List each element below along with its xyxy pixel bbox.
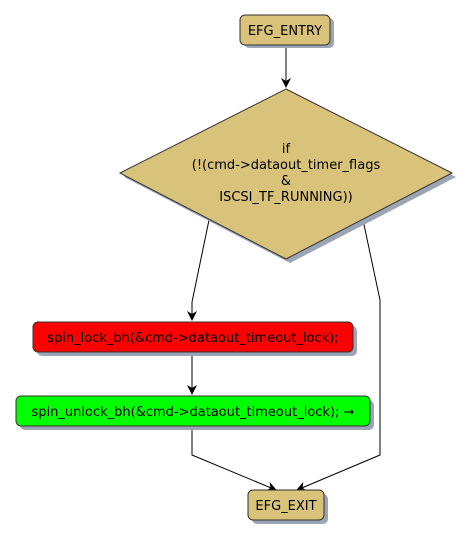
unlock-node: spin_unlock_bh(&cmd->dataout_timeout_loc…: [15, 395, 374, 430]
exit-node-box: [247, 489, 325, 521]
condition-node-diamond: [118, 88, 454, 260]
exit-node-label: EFG_EXIT: [255, 499, 316, 514]
unlock-node-label: spin_unlock_bh(&cmd->dataout_timeout_loc…: [32, 405, 355, 420]
lock-node-box: [32, 321, 354, 353]
condition-line-1: if: [282, 142, 291, 157]
edges: [187, 46, 381, 492]
condition-line-2: (!(cmd->dataout_timer_flags: [192, 158, 381, 173]
edge-condition-to-exit: [296, 219, 381, 492]
lock-node-label: spin_lock_bh(&cmd->dataout_timeout_lock)…: [47, 331, 338, 346]
exit-node: EFG_EXIT: [247, 489, 328, 524]
condition-line-4: ISCSI_TF_RUNNING)): [219, 190, 352, 205]
entry-node-box: [239, 14, 331, 46]
edge-unlock-to-exit: [191, 428, 277, 492]
entry-node-label: EFG_ENTRY: [248, 24, 322, 39]
unlock-node-box: [15, 395, 371, 427]
condition-node: if (!(cmd->dataout_timer_flags & ISCSI_T…: [118, 88, 456, 263]
edge-condition-to-lock: [187, 219, 210, 321]
entry-node: EFG_ENTRY: [239, 14, 334, 48]
lock-node: spin_lock_bh(&cmd->dataout_timeout_lock)…: [32, 321, 357, 356]
condition-line-3: &: [281, 174, 291, 189]
